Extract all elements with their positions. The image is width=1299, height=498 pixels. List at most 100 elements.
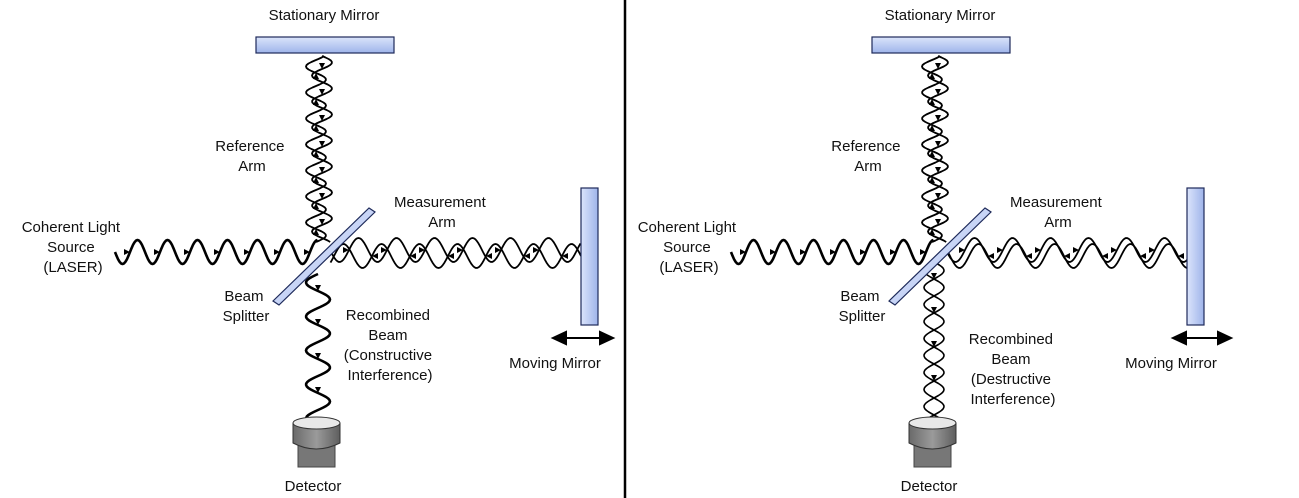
measurement-arm-arrow xyxy=(533,247,539,253)
laser-beam-arrow xyxy=(920,249,926,255)
reference-arm-arrow xyxy=(929,229,935,235)
reference-arm-arrow xyxy=(313,229,319,235)
measurement-arm-arrow xyxy=(1035,247,1041,253)
double-headed-arrow-icon xyxy=(550,330,616,346)
reference-arm-arrow xyxy=(929,125,935,131)
reference-arm-label: Reference Arm xyxy=(215,138,288,175)
recombined-beam-arrow xyxy=(931,375,937,381)
laser-beam-arrow xyxy=(860,249,866,255)
measurement-arm-arrow-return xyxy=(988,253,994,259)
reference-arm-wave-return xyxy=(311,55,333,243)
reference-arm-arrow xyxy=(313,177,319,183)
measurement-arm-wave xyxy=(329,237,582,263)
reference-arm-arrow-return xyxy=(935,193,941,199)
recombined-beam-label: Recombined Beam (Destructive Interferenc… xyxy=(969,331,1057,408)
recombined-beam-arrow xyxy=(315,285,321,291)
reference-arm-arrow-return xyxy=(935,89,941,95)
laser-beam-arrow xyxy=(154,249,160,255)
measurement-arm-arrow-return xyxy=(1026,253,1032,259)
reference-arm-arrow xyxy=(929,73,935,79)
reference-arm-arrow xyxy=(313,73,319,79)
reference-arm-arrow xyxy=(313,203,319,209)
reference-arm-arrow xyxy=(313,151,319,157)
light-source-label: Coherent Light Source (LASER) xyxy=(638,219,741,276)
measurement-arm-arrow xyxy=(343,247,349,253)
reference-arm-arrow xyxy=(929,203,935,209)
laser-beam-arrow xyxy=(304,249,310,255)
beam-splitter-label: Beam Splitter xyxy=(839,288,886,325)
measurement-arm-arrow-return xyxy=(524,253,530,259)
laser-beam-arrow xyxy=(274,249,280,255)
laser-beam-arrow xyxy=(830,249,836,255)
stationary-mirror-label: Stationary Mirror xyxy=(885,7,996,24)
detector xyxy=(292,416,341,468)
measurement-arm-wave xyxy=(945,237,1198,263)
measurement-arm-arrow xyxy=(419,247,425,253)
panel-constructive: Stationary Mirror Reference Arm Measurem… xyxy=(22,7,616,495)
reference-arm-arrow-return xyxy=(935,63,941,69)
measurement-arm-arrow-return xyxy=(410,253,416,259)
laser-beam-arrow xyxy=(124,249,130,255)
measurement-arm-arrow xyxy=(1111,247,1117,253)
recombined-beam-wave-b xyxy=(923,261,945,419)
measurement-arm-arrow-return xyxy=(372,253,378,259)
laser-beam-arrow xyxy=(740,249,746,255)
reference-arm-arrow-return xyxy=(319,167,325,173)
measurement-arm-arrow-return xyxy=(1140,253,1146,259)
reference-arm-arrow xyxy=(313,99,319,105)
recombined-beam-arrow xyxy=(315,319,321,325)
detector xyxy=(908,416,957,468)
laser-beam-arrow xyxy=(890,249,896,255)
recombined-beam-arrow xyxy=(315,387,321,393)
measurement-arm-arrow xyxy=(381,247,387,253)
panel-destructive: Stationary Mirror Reference Arm Measurem… xyxy=(638,7,1234,495)
reference-arm-arrow-return xyxy=(319,219,325,225)
detector-label: Detector xyxy=(901,478,958,495)
reference-arm-arrow-return xyxy=(319,193,325,199)
reference-arm-arrow xyxy=(929,99,935,105)
reference-arm-wave-return xyxy=(927,55,949,243)
double-headed-arrow-icon xyxy=(1170,330,1234,346)
reference-arm-arrow-return xyxy=(935,141,941,147)
measurement-arm-label: Measurement Arm xyxy=(394,194,490,231)
moving-mirror-label: Moving Mirror xyxy=(509,355,601,372)
measurement-arm-arrow-return xyxy=(1178,253,1184,259)
waves-destructive xyxy=(729,55,1198,419)
reference-arm-label: Reference Arm xyxy=(831,138,904,175)
reference-arm-arrow xyxy=(929,177,935,183)
measurement-arm-arrow-return xyxy=(562,253,568,259)
measurement-arm-arrow xyxy=(997,247,1003,253)
measurement-arm-arrow-return xyxy=(1102,253,1108,259)
waves-constructive xyxy=(113,55,582,419)
recombined-beam-arrow xyxy=(931,273,937,279)
reference-arm-arrow-return xyxy=(319,141,325,147)
moving-mirror xyxy=(1186,187,1205,326)
measurement-arm-arrow-return xyxy=(448,253,454,259)
detector-label: Detector xyxy=(285,478,342,495)
reference-arm-arrow-return xyxy=(935,219,941,225)
measurement-arm-arrow xyxy=(1073,247,1079,253)
laser-beam-arrow xyxy=(184,249,190,255)
reference-arm-arrow-return xyxy=(935,167,941,173)
measurement-arm-arrow xyxy=(959,247,965,253)
beam-splitter xyxy=(272,207,376,306)
stationary-mirror xyxy=(255,36,395,54)
laser-beam-wave xyxy=(113,238,318,266)
moving-mirror-label: Moving Mirror xyxy=(1125,355,1217,372)
beam-splitter-label: Beam Splitter xyxy=(223,288,270,325)
laser-beam-arrow xyxy=(214,249,220,255)
recombined-beam-arrow xyxy=(315,353,321,359)
recombined-beam-arrow xyxy=(931,307,937,313)
measurement-arm-wave-return xyxy=(329,243,582,269)
moving-mirror xyxy=(580,187,599,326)
light-source-label: Coherent Light Source (LASER) xyxy=(22,219,125,276)
reference-arm-arrow-return xyxy=(319,89,325,95)
measurement-arm-arrow-return xyxy=(1064,253,1070,259)
laser-beam-wave xyxy=(729,238,934,266)
recombined-beam-label: Recombined Beam (Constructive Interferen… xyxy=(344,307,437,384)
measurement-arm-arrow xyxy=(495,247,501,253)
reference-arm-arrow xyxy=(929,151,935,157)
measurement-arm-arrow-return xyxy=(486,253,492,259)
laser-beam-arrow xyxy=(244,249,250,255)
